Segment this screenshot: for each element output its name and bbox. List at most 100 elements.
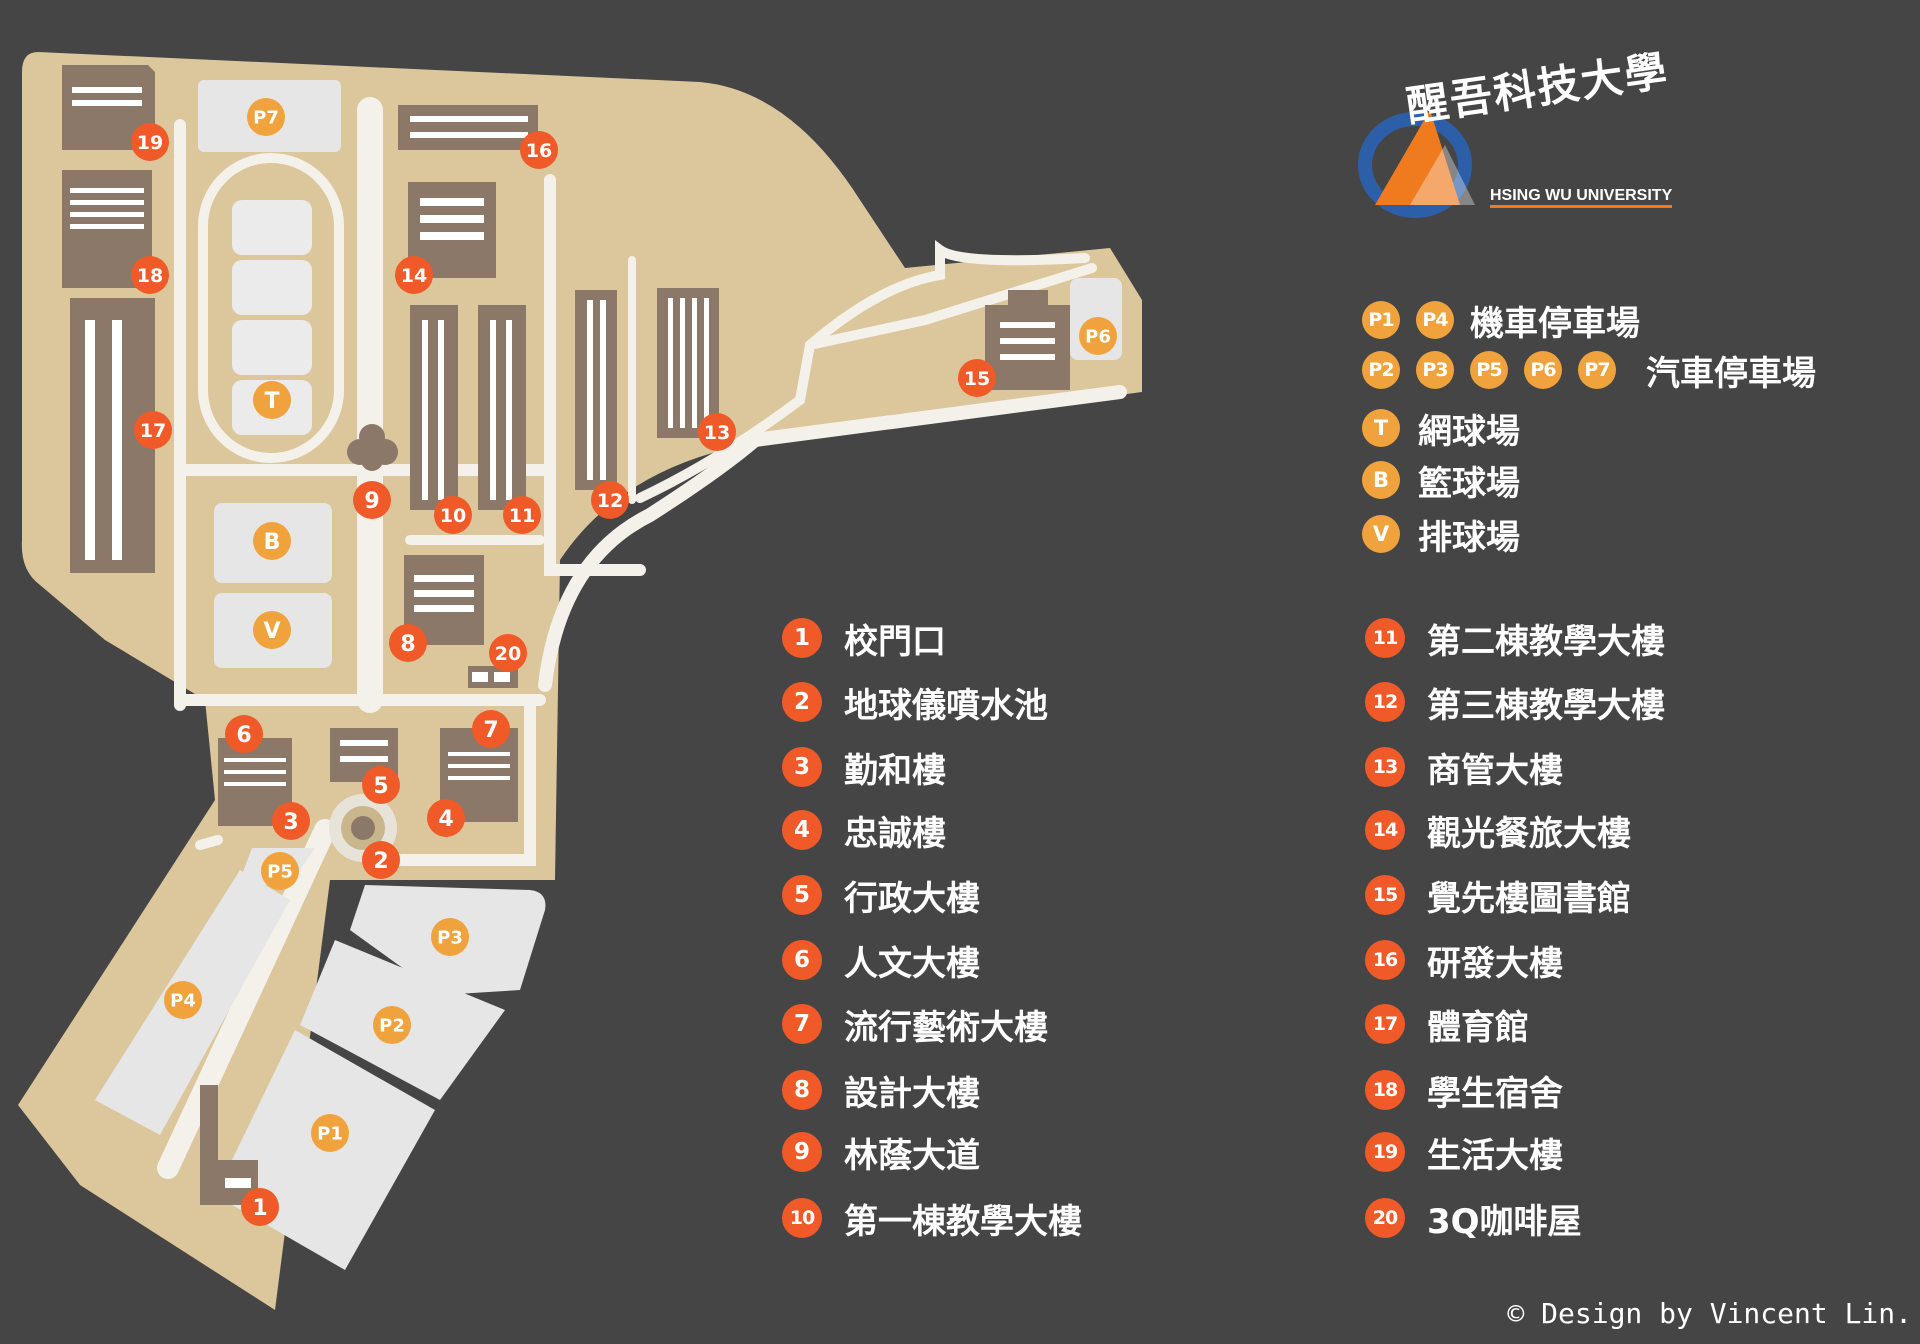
key-pin: P2 <box>1362 351 1400 389</box>
legend-label: 體育館 <box>1427 1007 1529 1048</box>
legend-item-3: 3 勤和樓 <box>782 743 946 791</box>
building-12 <box>575 290 617 490</box>
building-15-tower <box>1008 290 1048 308</box>
legend-number: 4 <box>782 810 822 850</box>
key-label: 排球場 <box>1418 517 1520 558</box>
building-11-marker-label: 11 <box>509 505 535 527</box>
legend-label: 第三棟教學大樓 <box>1427 685 1665 726</box>
legend-number: 3 <box>782 747 822 787</box>
building-2-marker-label: 2 <box>373 849 388 874</box>
building-11-marker <box>503 496 541 534</box>
legend-label: 林蔭大道 <box>844 1135 980 1176</box>
building-19-marker <box>131 123 169 161</box>
legend-number: 1 <box>782 618 822 658</box>
building-7-marker <box>472 710 510 748</box>
legend-label: 第一棟教學大樓 <box>844 1201 1082 1242</box>
legend-item-16: 16 研發大樓 <box>1365 936 1563 984</box>
legend-number: 16 <box>1365 940 1405 980</box>
facility-p4-marker-label: P4 <box>170 990 196 1011</box>
key-label: 機車停車場 <box>1470 303 1640 344</box>
legend-number: 9 <box>782 1132 822 1172</box>
key-pin: P3 <box>1416 351 1454 389</box>
legend-label: 勤和樓 <box>844 750 946 791</box>
building-7-marker-label: 7 <box>483 718 498 743</box>
legend-item-1: 1 校門口 <box>782 614 946 662</box>
legend-number: 7 <box>782 1004 822 1044</box>
building-9-marker <box>353 481 391 519</box>
facility-p5-marker-label: P5 <box>267 861 293 882</box>
legend-label: 校門口 <box>844 621 946 662</box>
university-logo: 醒吾科技大學 HSING WU UNIVERSITY <box>1355 46 1675 225</box>
logo-name-en: HSING WU UNIVERSITY <box>1490 187 1673 208</box>
building-6-marker-label: 6 <box>236 723 251 748</box>
facility-p7-marker <box>247 98 285 136</box>
building-5-marker-label: 5 <box>373 774 388 799</box>
logo-emblem-icon <box>1358 110 1475 218</box>
legend-number: 18 <box>1365 1070 1405 1110</box>
building-10-marker-label: 10 <box>440 505 466 527</box>
legend-number: 19 <box>1365 1132 1405 1172</box>
building-5-marker <box>362 766 400 804</box>
road-network <box>157 97 1127 1179</box>
facility-v-marker-label: V <box>263 619 280 644</box>
building-10-marker <box>434 496 472 534</box>
legend-number: 11 <box>1365 618 1405 658</box>
legend-label: 生活大樓 <box>1427 1135 1563 1176</box>
building-2-marker <box>362 841 400 879</box>
building-3-marker <box>272 802 310 840</box>
building-16 <box>398 105 538 150</box>
building-windows <box>70 87 1055 1188</box>
facility-b-marker <box>253 522 291 560</box>
facility-p3-marker <box>431 918 469 956</box>
key-pin: P4 <box>1416 301 1454 339</box>
building-10 <box>410 305 458 510</box>
legend-number: 10 <box>782 1198 822 1238</box>
building-17-marker <box>134 411 172 449</box>
key-row-car: P2 P3 P5 P6 P7 汽車停車場 <box>1362 346 1816 394</box>
building-20-marker-label: 20 <box>495 643 521 665</box>
facility-p2-marker <box>373 1006 411 1044</box>
legend-item-19: 19 生活大樓 <box>1365 1128 1563 1176</box>
facility-p7-marker-label: P7 <box>253 107 279 128</box>
legend-item-9: 9 林蔭大道 <box>782 1128 980 1176</box>
building-15-marker-label: 15 <box>964 368 990 390</box>
building-12-marker <box>591 481 629 519</box>
building-19-marker-label: 19 <box>137 132 163 154</box>
facility-p4-marker <box>164 981 202 1019</box>
building-17-marker-label: 17 <box>140 420 166 442</box>
legend-item-10: 10 第一棟教學大樓 <box>782 1194 1082 1242</box>
legend-number: 6 <box>782 940 822 980</box>
building-14-marker <box>395 256 433 294</box>
legend-number: 2 <box>782 682 822 722</box>
legend-number: 13 <box>1365 747 1405 787</box>
building-15 <box>985 305 1070 390</box>
building-13-marker <box>698 413 736 451</box>
building-13-marker-label: 13 <box>704 422 730 444</box>
facility-p6-marker <box>1079 317 1117 355</box>
building-18-marker-label: 18 <box>137 265 163 287</box>
building-4-marker <box>427 799 465 837</box>
key-pin: P7 <box>1578 351 1616 389</box>
building-14-marker-label: 14 <box>401 265 427 287</box>
key-pin: V <box>1362 515 1400 553</box>
legend-item-7: 7 流行藝術大樓 <box>782 1000 1048 1048</box>
building-3-marker-label: 3 <box>283 810 298 835</box>
legend-label: 流行藝術大樓 <box>844 1007 1048 1048</box>
key-row-tennis: T 網球場 <box>1362 404 1520 452</box>
legend-label: 研發大樓 <box>1427 943 1563 984</box>
building-8-marker-label: 8 <box>400 632 415 657</box>
building-16-marker <box>520 131 558 169</box>
building-16-marker-label: 16 <box>526 140 552 162</box>
building-8-marker <box>389 624 427 662</box>
key-pin: P5 <box>1470 351 1508 389</box>
legend-label: 觀光餐旅大樓 <box>1427 813 1631 854</box>
key-row-basketball: B 籃球場 <box>1362 456 1520 504</box>
